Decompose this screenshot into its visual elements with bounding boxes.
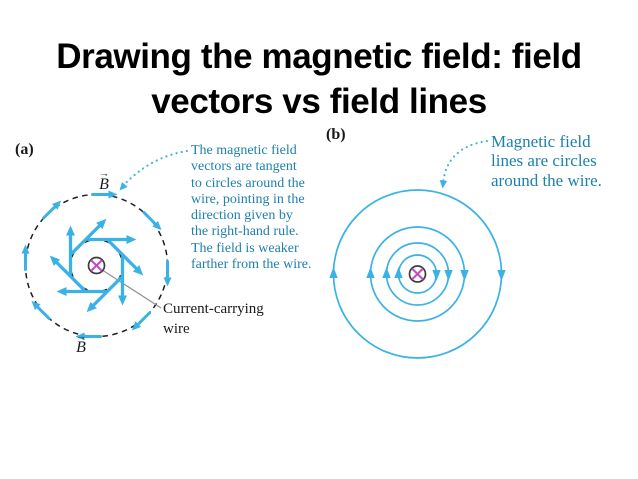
wire-label-line-1: Current-carrying: [163, 301, 264, 317]
wire-label-line-2: wire: [163, 321, 190, 337]
annotation-line: vectors are tangent: [191, 159, 297, 175]
b-vector-label-top: → B: [95, 168, 113, 193]
annotation-line: lines are circles: [491, 151, 597, 171]
current-into-page-symbol: [87, 256, 106, 275]
tangent-field-vectors: [49, 218, 144, 313]
b-vector-label-bottom: → B: [72, 331, 90, 356]
annotation-line: The field is weaker: [191, 240, 299, 256]
b-symbol: B: [99, 176, 109, 193]
annotation-line: direction given by: [191, 208, 293, 224]
panel-b-figure: [329, 139, 506, 359]
annotation-line: The magnetic field: [191, 143, 297, 158]
panel-b-label: (b): [326, 126, 346, 143]
title-line-2: vectors vs field lines: [151, 82, 487, 122]
current-carrying-wire-label: Current-carrying wire: [163, 299, 264, 339]
annotation-line: farther from the wire.: [191, 257, 312, 273]
vector-arrow-icon: →: [98, 168, 110, 180]
annotation-line: around the wire.: [491, 170, 602, 190]
tangent-field-vectors: [21, 190, 172, 341]
panel-a-leader-arrow: [119, 149, 189, 191]
panel-b-annotation: Magnetic field lines are circles around …: [491, 132, 602, 190]
b-symbol: B: [76, 339, 86, 356]
panel-a-label: (a): [15, 141, 34, 158]
annotation-line: the right-hand rule.: [191, 224, 299, 240]
vector-arrow-icon: →: [75, 331, 87, 343]
panel-b-leader-arrow: [439, 139, 489, 189]
slide-title: Drawing the magnetic field: field vector…: [0, 34, 638, 124]
annotation-line: Magnetic field: [491, 132, 591, 151]
annotation-line: wire, pointing in the: [191, 191, 305, 207]
title-line-1: Drawing the magnetic field: field: [56, 37, 582, 77]
panel-a-figure: [21, 149, 189, 341]
panel-a-annotation: The magnetic field vectors are tangent t…: [191, 143, 312, 273]
current-into-page-symbol: [408, 265, 427, 283]
annotation-line: to circles around the: [191, 175, 305, 191]
